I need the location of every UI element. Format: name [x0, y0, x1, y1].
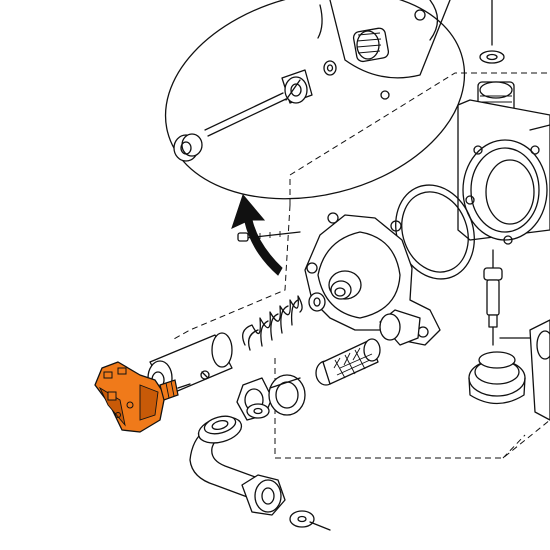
pipe-elbow — [189, 415, 259, 499]
spring — [242, 292, 326, 351]
fitting-cup — [268, 374, 306, 416]
elbow-union-nut — [241, 474, 331, 531]
valve-sleeve — [147, 332, 233, 396]
valve-body — [457, 0, 550, 245]
detail-callout — [164, 0, 466, 200]
sensor-probe — [483, 249, 503, 346]
side-fitting — [499, 319, 550, 421]
diaphragm-cover — [237, 212, 441, 346]
cup-seal — [468, 351, 526, 405]
microswitch-part[interactable] — [94, 361, 191, 433]
strainer-filter — [315, 338, 381, 386]
union-nut — [236, 377, 273, 421]
flow-arrow-icon — [231, 193, 283, 276]
